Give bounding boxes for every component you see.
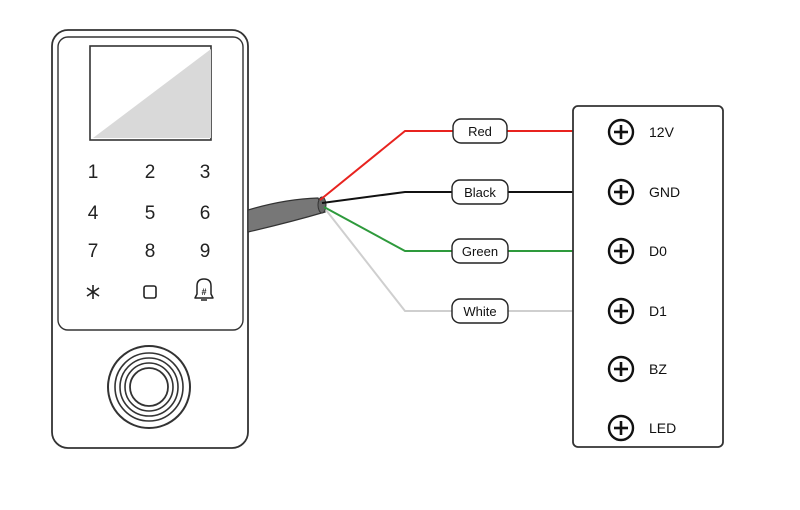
keypad-key-2[interactable]: 2 <box>145 162 156 183</box>
terminal-label-d1: D1 <box>649 303 667 319</box>
screen-glare <box>93 49 211 138</box>
wire-label-box-green <box>451 238 509 264</box>
terminal-label-led: LED <box>649 420 676 436</box>
keypad-key-7[interactable]: 7 <box>88 241 99 262</box>
keypad-key-5[interactable]: 5 <box>145 203 156 224</box>
plus-circle-icon[interactable] <box>607 118 635 146</box>
bell-hash-label: # <box>201 287 206 297</box>
keypad-key-1[interactable]: 1 <box>88 162 99 183</box>
terminal-label-gnd: GND <box>649 184 680 200</box>
wire-green <box>323 206 573 252</box>
terminal-gnd: GND <box>607 178 680 206</box>
square-key-icon[interactable] <box>143 285 157 299</box>
plus-circle-icon[interactable] <box>607 178 635 206</box>
plus-circle-icon[interactable] <box>607 355 635 383</box>
keypad-key-8[interactable]: 8 <box>145 241 156 262</box>
wire-label-red: Red <box>468 124 492 139</box>
wire-red <box>319 130 573 201</box>
bell-hash-icon[interactable]: # <box>194 278 214 301</box>
fingerprint-sensor-icon[interactable] <box>107 345 191 429</box>
wire-label-box-black <box>451 179 509 205</box>
keypad-key-9[interactable]: 9 <box>200 241 211 262</box>
keypad-key-4[interactable]: 4 <box>88 203 99 224</box>
wire-label-green: Green <box>462 244 498 259</box>
wire-label-box-red <box>452 118 508 144</box>
terminal-label-d0: D0 <box>649 243 667 259</box>
plus-circle-icon[interactable] <box>607 297 635 325</box>
cable-end <box>317 196 327 214</box>
wire-label-white: White <box>463 304 496 319</box>
keypad-key-3[interactable]: 3 <box>200 162 211 183</box>
terminal-12v: 12V <box>607 118 675 146</box>
keypad-key-6[interactable]: 6 <box>200 203 211 224</box>
plus-circle-icon[interactable] <box>607 414 635 442</box>
terminal-label-12v: 12V <box>649 124 675 140</box>
keypad-keys: 1 2 3 4 5 6 7 8 9 <box>88 162 211 262</box>
wire-label-box-white <box>451 298 509 324</box>
plus-circle-icon[interactable] <box>607 237 635 265</box>
wire-white <box>325 209 573 312</box>
asterisk-icon[interactable] <box>86 285 100 299</box>
access-control-device: 1 2 3 4 5 6 7 8 9 # <box>51 29 327 449</box>
terminal-label-bz: BZ <box>649 361 667 377</box>
device-cable <box>247 197 326 233</box>
wire-label-black: Black <box>464 185 496 200</box>
terminal-led: LED <box>607 414 676 442</box>
terminal-bz: BZ <box>607 355 667 383</box>
terminal-block-frame <box>572 105 724 448</box>
terminal-d0: D0 <box>607 237 667 265</box>
wire-black <box>321 191 573 204</box>
terminal-d1: D1 <box>607 297 667 325</box>
